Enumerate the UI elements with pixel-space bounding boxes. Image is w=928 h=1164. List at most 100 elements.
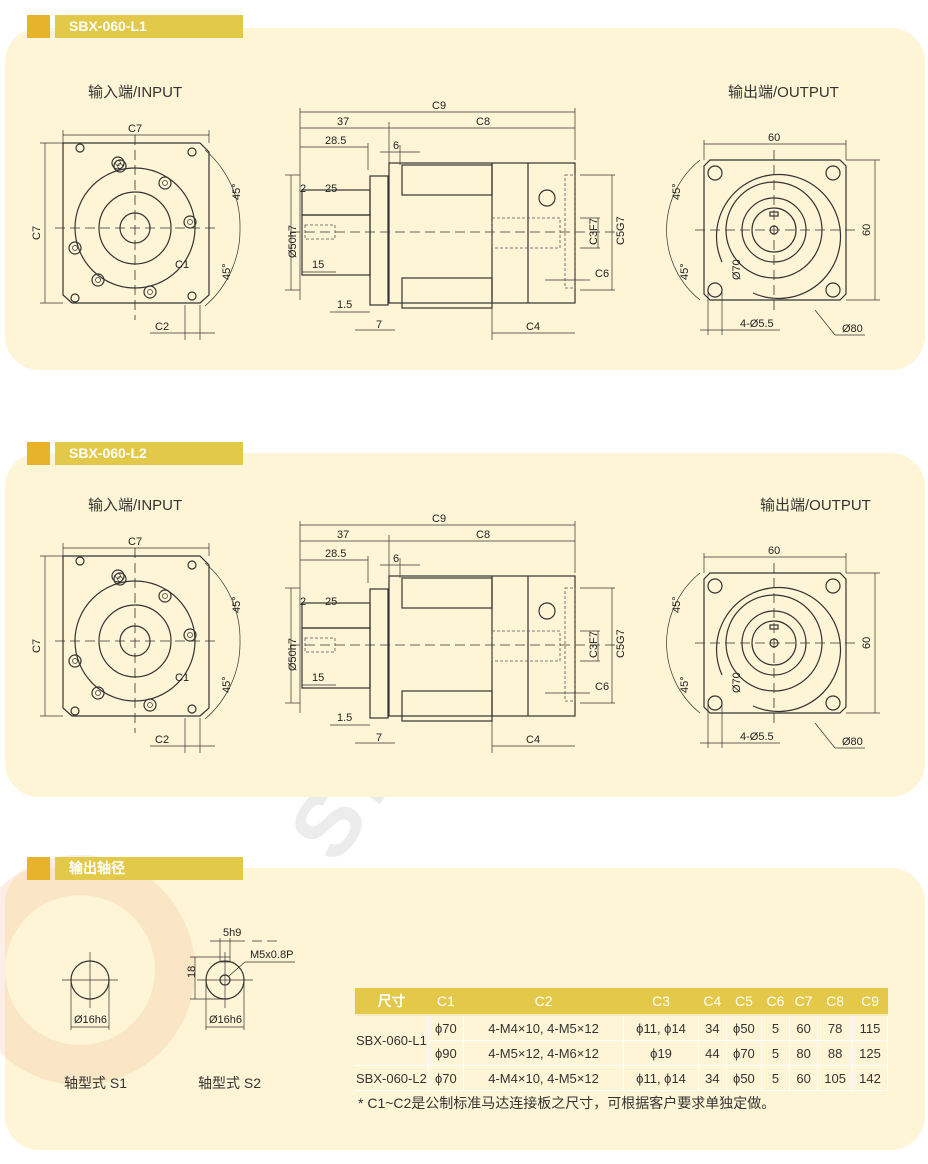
corner-hole bbox=[187, 147, 197, 157]
c3-label: C3F7 bbox=[588, 218, 600, 245]
cell-c3: ϕ19 bbox=[623, 1040, 699, 1066]
header-c2: C2 bbox=[463, 988, 624, 1016]
c6-label: C6 bbox=[595, 268, 609, 280]
bolt-hole bbox=[158, 176, 172, 190]
angle-label-2: 45° bbox=[679, 676, 691, 693]
header-c7: C7 bbox=[789, 988, 818, 1016]
section-l1-header: SBX-060-L1 bbox=[0, 15, 250, 38]
dim-37: 37 bbox=[337, 529, 349, 541]
shaft-drawings: Ø16h6 18 5h9 M5x0.8P Ø16h6 bbox=[62, 927, 295, 1030]
c8-label: C8 bbox=[476, 529, 490, 541]
input-shaft bbox=[301, 214, 371, 276]
output-title: 输出端/OUTPUT bbox=[728, 84, 839, 101]
line bbox=[814, 309, 836, 336]
s2-diameter-label: Ø16h6 bbox=[209, 1014, 242, 1026]
d70-label: Ø70 bbox=[731, 259, 743, 280]
cell-c1: ϕ90 bbox=[428, 1040, 464, 1066]
header-square bbox=[27, 442, 50, 465]
line bbox=[814, 722, 836, 749]
cell-c9: 115 bbox=[852, 1015, 888, 1041]
c2-label: C2 bbox=[155, 321, 169, 333]
bolt-hole bbox=[113, 572, 127, 586]
corner-hole bbox=[187, 291, 197, 301]
bolt-hole bbox=[91, 273, 105, 287]
holes-label: 4-Ø5.5 bbox=[740, 731, 774, 743]
input-flange bbox=[62, 555, 210, 717]
output-title: 输出端/OUTPUT bbox=[760, 497, 871, 514]
cell-c9: 142 bbox=[852, 1065, 888, 1091]
bolt-hole bbox=[68, 241, 82, 255]
mount-hole bbox=[707, 282, 723, 298]
shaft-s2-label: 轴型式 S2 bbox=[198, 1075, 262, 1091]
dim-1-5: 1.5 bbox=[337, 299, 352, 311]
output-shaft bbox=[751, 207, 797, 253]
shaft-s2-drawing: 18 5h9 M5x0.8P Ø16h6 bbox=[186, 927, 295, 1030]
cell-c8: 105 bbox=[817, 1065, 854, 1091]
cell-c7: 80 bbox=[789, 1040, 819, 1066]
bolt-upper bbox=[401, 164, 493, 196]
dim-15: 15 bbox=[312, 259, 324, 271]
hidden-bore bbox=[491, 630, 561, 662]
cell-model: SBX-060-L1 bbox=[355, 1015, 429, 1066]
shaft-s1-label: 轴型式 S1 bbox=[64, 1075, 128, 1091]
dim-37: 37 bbox=[337, 116, 349, 128]
corner-hole bbox=[187, 560, 197, 570]
holes-label: 4-Ø5.5 bbox=[740, 318, 774, 330]
cell-c1: ϕ70 bbox=[428, 1015, 464, 1041]
angle-label-2: 45° bbox=[679, 263, 691, 280]
c4-label: C4 bbox=[526, 734, 540, 746]
bolt-hole bbox=[158, 589, 172, 603]
mount-hole bbox=[825, 282, 841, 298]
bolt-hole-inner bbox=[162, 180, 168, 186]
bolt-hole bbox=[111, 156, 125, 170]
dim-28-5: 28.5 bbox=[325, 548, 346, 560]
header-c8: C8 bbox=[817, 988, 853, 1016]
bolt-hole-inner bbox=[162, 593, 168, 599]
c9-label: C9 bbox=[432, 100, 446, 112]
output-flange bbox=[703, 159, 847, 301]
s2-key-label: 5h9 bbox=[223, 927, 241, 939]
w60-label: 60 bbox=[768, 545, 780, 557]
bolt-hole-inner bbox=[187, 632, 193, 638]
c1-label: C1 bbox=[175, 672, 189, 684]
cell-c8: 88 bbox=[817, 1040, 854, 1066]
header-c6: C6 bbox=[761, 988, 790, 1016]
dim-7: 7 bbox=[376, 732, 382, 744]
c7-top-label: C7 bbox=[128, 123, 142, 135]
header-c9: C9 bbox=[852, 988, 888, 1016]
shaft-s1-drawing: Ø16h6 bbox=[62, 952, 118, 1030]
cell-c5: ϕ50 bbox=[726, 1065, 762, 1091]
dim-6: 6 bbox=[393, 553, 399, 565]
c7-left-label: C7 bbox=[31, 226, 43, 240]
table-header-row: 尺寸 C1 C2 C3 C4 C5 C6 C7 C8 C9 bbox=[355, 988, 888, 1016]
cell-c4: 34 bbox=[698, 1015, 727, 1041]
c7-left-label: C7 bbox=[31, 639, 43, 653]
header-c3: C3 bbox=[623, 988, 699, 1016]
cell-c7: 60 bbox=[789, 1015, 819, 1041]
shaft-header: 输出轴径 bbox=[0, 857, 250, 880]
dim-25: 25 bbox=[325, 183, 337, 195]
h60-label: 60 bbox=[861, 224, 873, 236]
c7-top-label: C7 bbox=[128, 536, 142, 548]
motor-flange bbox=[369, 175, 389, 306]
bolt-hole bbox=[111, 569, 125, 583]
cell-c5: ϕ50 bbox=[726, 1015, 762, 1041]
d80-label: Ø80 bbox=[842, 736, 863, 748]
section-title: 输出轴径 bbox=[55, 857, 243, 880]
c1-label: C1 bbox=[175, 259, 189, 271]
s1-diameter-label: Ø16h6 bbox=[74, 1014, 107, 1026]
dim-1-5: 1.5 bbox=[337, 712, 352, 724]
cell-c3: ϕ11, ϕ14 bbox=[623, 1015, 699, 1041]
dim-7: 7 bbox=[376, 319, 382, 331]
angle-label-1: 45° bbox=[231, 183, 243, 200]
output-outer-arc bbox=[715, 586, 842, 713]
input-title: 输入端/INPUT bbox=[88, 497, 183, 514]
cell-model: SBX-060-L2 bbox=[355, 1065, 429, 1091]
c3-label: C3F7 bbox=[588, 631, 600, 658]
bolt-hole-inner bbox=[95, 277, 101, 283]
c6-label: C6 bbox=[595, 681, 609, 693]
angle-arc bbox=[666, 572, 701, 714]
corner-hole bbox=[75, 143, 85, 153]
angle-arc bbox=[666, 159, 701, 301]
